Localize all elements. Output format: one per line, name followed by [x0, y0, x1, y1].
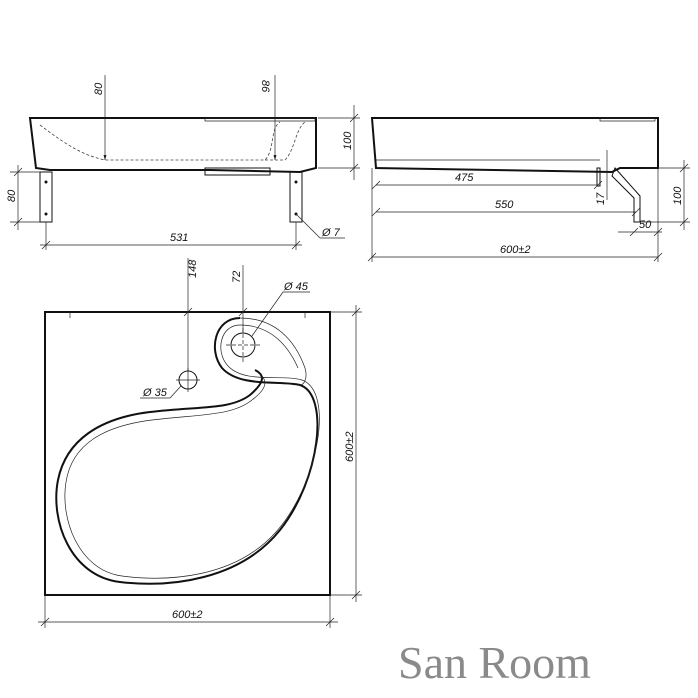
- dim-tick: [351, 590, 361, 600]
- left-leg-hole-bottom: [44, 212, 48, 216]
- drain-box: [204, 167, 271, 176]
- bracket-tab: [596, 167, 601, 187]
- dim-tick: [593, 180, 603, 190]
- right-leg-hole-top: [294, 180, 298, 184]
- dim-d17: 17: [595, 192, 607, 205]
- bowl-upper-inner-edge: [239, 324, 299, 369]
- dim-tick: [371, 207, 381, 217]
- dim-hole: Ø 7: [321, 227, 341, 239]
- side-view: 475 550 600±2 17 100 50: [367, 117, 690, 262]
- bowl-dashed-profile: [39, 121, 281, 161]
- dim-tick: [631, 207, 641, 217]
- tap-leader: [169, 385, 182, 399]
- brand-watermark: San Room: [398, 637, 591, 688]
- left-leg-hole-top: [44, 180, 48, 184]
- dim-tick: [679, 163, 689, 173]
- dim-tick: [41, 240, 51, 250]
- bowl-dashed-profile-right: [265, 121, 306, 161]
- dim-height: 100: [342, 131, 354, 150]
- dim-tick: [653, 252, 663, 262]
- basin-top-outline: [44, 311, 331, 596]
- dim-d50: 50: [639, 219, 652, 231]
- dim-depth-left: 80: [93, 82, 105, 95]
- bowl-outer-outline: [55, 317, 319, 585]
- basin-front-outline: [28, 117, 317, 174]
- dim-height: 600±2: [344, 431, 356, 462]
- dim-h100: 100: [672, 186, 684, 205]
- basin-rim: [204, 117, 316, 122]
- dim-width: 600±2: [172, 609, 203, 621]
- dim-tick: [371, 180, 381, 190]
- bowl-inner-outline: [64, 324, 320, 579]
- dim-tick: [183, 307, 193, 317]
- top-view: Ø 45 Ø 35 148 72 600±2 600±2: [38, 258, 362, 628]
- dim-tick: [679, 217, 689, 227]
- dim-tick: [349, 163, 359, 173]
- dim-dia45: Ø 45: [283, 281, 309, 293]
- left-leg: [39, 171, 53, 223]
- dim-leg: 80: [6, 189, 18, 202]
- dim-tick: [629, 227, 639, 237]
- dim-tick: [13, 217, 23, 227]
- dim-tick: [238, 307, 248, 317]
- dim-tick: [325, 617, 335, 627]
- dim-tick: [349, 113, 359, 123]
- wall-bracket: [611, 167, 641, 223]
- dim-d72: 72: [231, 271, 243, 283]
- dim-total: 600±2: [500, 244, 531, 256]
- dim-tick: [13, 167, 23, 177]
- right-leg: [289, 171, 303, 223]
- basin-side-rim: [599, 117, 656, 122]
- dim-tick: [40, 617, 50, 627]
- dim-d475: 475: [455, 172, 474, 184]
- dim-d550: 550: [495, 199, 514, 211]
- drain-leader: [251, 291, 284, 337]
- dim-dia35: Ø 35: [142, 387, 168, 399]
- front-view: 80 86 100 80 531 Ø 7: [6, 75, 360, 250]
- dim-tick: [367, 252, 377, 262]
- hole-leader: [295, 213, 321, 239]
- dim-depth-right: 86: [259, 80, 271, 93]
- bowl-upper-edge: [239, 317, 307, 386]
- dim-tick: [351, 307, 361, 317]
- dim-width: 531: [170, 232, 188, 244]
- dim-tick: [291, 240, 301, 250]
- dim-d148: 148: [187, 259, 199, 278]
- dim-tick: [653, 227, 663, 237]
- basin-side-outline: [370, 117, 659, 174]
